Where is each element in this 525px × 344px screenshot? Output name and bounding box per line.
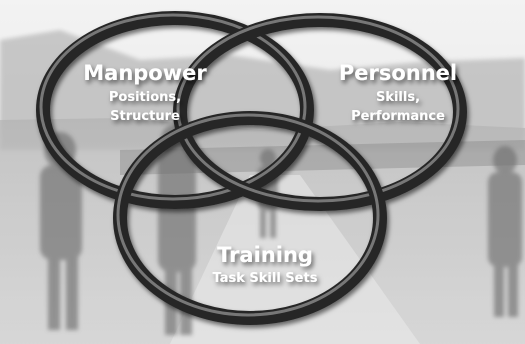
manpower-label: Manpower Positions, Structure — [83, 61, 207, 124]
venn-rings — [36, 11, 467, 325]
personnel-title: Personnel — [339, 61, 457, 85]
personnel-label: Personnel Skills, Performance — [339, 61, 457, 124]
personnel-line-2: Performance — [351, 109, 445, 124]
manpower-line-2: Structure — [110, 109, 180, 124]
manpower-ring — [36, 11, 314, 209]
personnel-line-1: Skills, — [376, 90, 420, 105]
training-ring — [113, 111, 387, 325]
training-label: Training Task Skill Sets — [213, 243, 318, 286]
training-line-1: Task Skill Sets — [213, 271, 318, 286]
manpower-title: Manpower — [83, 61, 207, 85]
manpower-line-1: Positions, — [109, 90, 181, 105]
personnel-ring — [173, 13, 467, 211]
training-title: Training — [217, 243, 313, 267]
